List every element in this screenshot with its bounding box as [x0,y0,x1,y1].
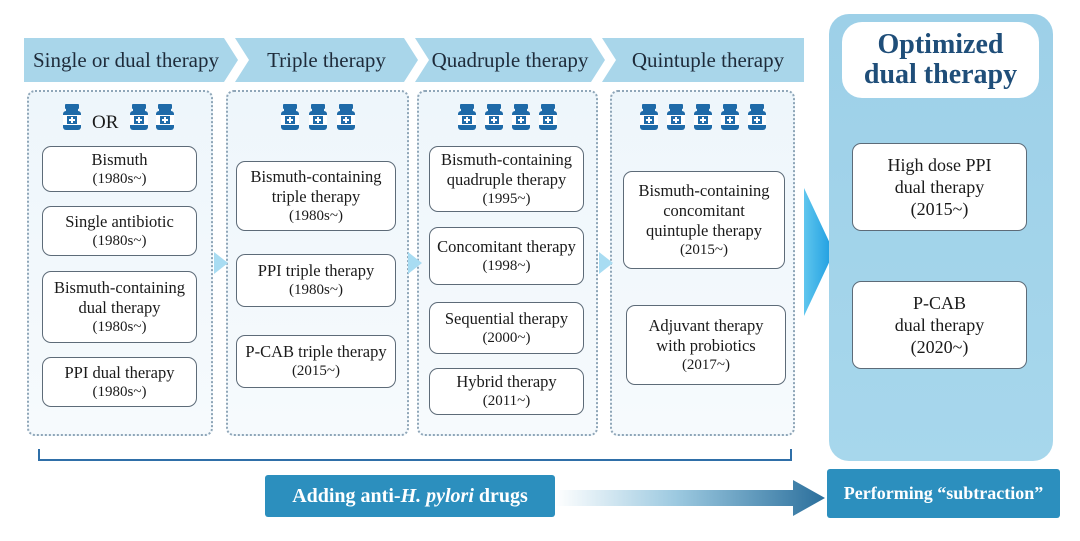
header-triple: Triple therapy [235,38,418,82]
therapy-year: (2000~) [482,329,531,346]
medicine-bottle-icon [694,104,712,130]
optimized-box-line1: High dose PPI [887,155,992,175]
optimized-box-pcab: P-CAB dual therapy (2020~) [852,281,1027,369]
medicine-bottle-icon [281,104,299,130]
therapy-year: (1980s~) [92,232,147,249]
medicine-bottle-icon [640,104,658,130]
header-quadruple: Quadruple therapy [415,38,605,82]
therapy-box-ppi-triple: PPI triple therapy (1980s~) [236,254,396,307]
therapy-year: (1980s~) [92,318,147,335]
therapy-year: (1980s~) [289,282,343,298]
therapy-name: Single antibiotic [65,211,174,231]
therapy-year: (1995~) [482,190,531,207]
optimized-title-line2: dual therapy [863,59,1018,90]
medicine-bottle-icon [130,104,148,130]
therapy-box-bismuth-dual: Bismuth-containing dual therapy (1980s~) [42,271,197,343]
therapy-name: Bismuth-containing dual therapy [53,277,186,317]
medicine-bottle-icon [337,104,355,130]
therapy-name: Hybrid therapy [456,372,557,391]
therapy-name: Bismuth-containing triple therapy [250,166,382,206]
optimized-box-year: (2015~) [910,199,969,219]
medicine-bottle-icon [721,104,739,130]
medicine-bottle-icon [63,104,81,130]
therapy-name: Adjuvant therapy with probiotics [648,315,764,355]
medicine-bottle-icon [485,104,503,130]
bracket [38,449,792,461]
therapy-year: (2011~) [482,393,531,409]
therapy-name: P-CAB triple therapy [245,342,387,361]
therapy-box-pcab-triple: P-CAB triple therapy (2015~) [236,335,396,388]
optimized-title: Optimized dual therapy [842,22,1039,98]
therapy-year: (2017~) [681,356,731,373]
header-single-dual: Single or dual therapy [24,38,238,82]
optimized-title-line1: Optimized [877,29,1004,60]
therapy-name: PPI dual therapy [64,362,175,382]
optimized-box-line1: P-CAB [912,293,966,313]
header-quintuple: Quintuple therapy [602,38,804,82]
optimized-box-line2: dual therapy [894,177,985,197]
therapy-year: (2015~) [679,241,729,258]
or-label: OR [92,112,119,133]
therapy-box-bismuth: Bismuth (1980s~) [42,146,197,192]
therapy-name: Sequential therapy [444,308,569,328]
therapy-year: (2015~) [291,363,341,379]
therapy-box-sequential: Sequential therapy (2000~) [429,302,584,354]
medicine-bottle-icon [748,104,766,130]
optimized-box-year: (2020~) [910,337,969,357]
therapy-box-hybrid: Hybrid therapy (2011~) [429,368,584,415]
optimized-box-high-dose-ppi: High dose PPI dual therapy (2015~) [852,143,1027,231]
therapy-year: (1980s~) [92,170,147,187]
therapy-box-ppi-dual: PPI dual therapy (1980s~) [42,357,197,407]
therapy-year: (1980s~) [92,383,147,400]
therapy-name: Bismuth [91,149,148,169]
therapy-box-bismuth-triple: Bismuth-containing triple therapy (1980s… [236,161,396,231]
therapy-box-single-antibiotic: Single antibiotic (1980s~) [42,206,197,256]
therapy-year: (1980s~) [289,207,343,224]
performing-subtraction-label: Performing “subtraction” [827,469,1060,518]
medicine-bottle-icon [156,104,174,130]
therapy-name: Bismuth-containing quadruple therapy [440,149,573,189]
therapy-name: Concomitant therapy [437,236,576,256]
therapy-box-bismuth-quintuple: Bismuth-containing concomitant quintuple… [623,171,785,269]
medicine-bottle-icon [512,104,530,130]
therapy-year: (1998~) [482,257,531,274]
medicine-bottle-icon [309,104,327,130]
medicine-bottle-icon [458,104,476,130]
header-label: Triple therapy [267,47,386,72]
header-label: Quintuple therapy [631,47,785,72]
therapy-name: PPI triple therapy [257,261,375,280]
therapy-box-bismuth-quadruple: Bismuth-containing quadruple therapy (19… [429,146,584,212]
adding-italic: H. pylori [400,484,474,507]
adding-drugs-label: Adding anti-H. pylori drugs [265,475,555,517]
therapy-box-probiotics: Adjuvant therapy with probiotics (2017~) [626,305,786,385]
optimized-box-line2: dual therapy [894,315,985,335]
therapy-box-concomitant: Concomitant therapy (1998~) [429,227,584,285]
subtraction-arrow-icon [555,480,825,516]
medicine-bottle-icon [539,104,557,130]
adding-prefix: Adding anti- [292,484,401,507]
medicine-bottle-icon [667,104,685,130]
header-label: Quadruple therapy [431,47,589,72]
adding-suffix: drugs [473,484,528,507]
header-label: Single or dual therapy [32,47,220,72]
therapy-name: Bismuth-containing concomitant quintuple… [638,180,770,240]
